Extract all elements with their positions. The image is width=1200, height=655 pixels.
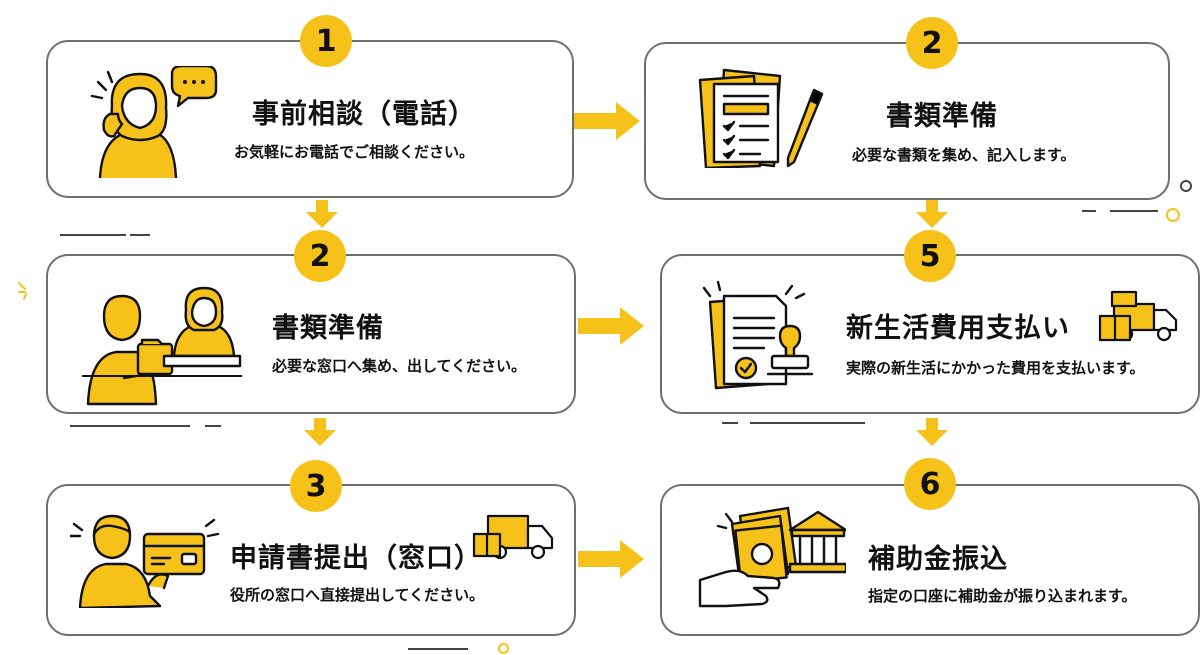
flow-arrow-down <box>304 418 336 446</box>
step-number-badge: 3 <box>290 460 342 512</box>
flow-arrow-right <box>578 540 644 578</box>
decor-line <box>1082 210 1096 212</box>
counter-staff-icon <box>82 286 242 406</box>
step-description: 必要な書類を集め、記入します。 <box>852 146 1076 164</box>
step-description: 役所の窓口へ直接提出してください。 <box>230 586 485 604</box>
step-title: 書類準備 <box>272 313 384 344</box>
step-title: 事前相談（電話） <box>252 99 476 130</box>
decor-spark <box>18 282 27 300</box>
stamped-document-icon <box>702 280 814 390</box>
decor-circle <box>1180 180 1192 192</box>
decor-circle <box>498 643 509 654</box>
flow-arrow-down <box>916 200 948 228</box>
decor-line <box>722 422 738 424</box>
step-description: 指定の口座に補助金が振り込まれます。 <box>868 587 1137 605</box>
flow-arrow-right <box>574 102 640 140</box>
step-number-badge: 1 <box>300 15 352 67</box>
step-description: 必要な窓口へ集め、出してください。 <box>272 357 527 375</box>
delivery-truck-icon <box>472 514 554 560</box>
step-number-badge: 6 <box>904 458 956 510</box>
flow-arrow-down <box>916 418 948 446</box>
card-payment-icon <box>70 514 220 608</box>
step-number-badge: 5 <box>904 230 956 282</box>
bank-money-icon <box>698 506 846 608</box>
decor-line <box>130 234 150 236</box>
delivery-truck-icon <box>1098 290 1178 342</box>
decor-line <box>1110 210 1158 212</box>
flow-arrow-down <box>306 200 338 228</box>
decor-line <box>750 422 865 424</box>
decor-circle <box>1166 208 1180 222</box>
step-description: 実際の新生活にかかった費用を支払います。 <box>846 359 1145 377</box>
documents-pen-icon <box>698 68 824 168</box>
decor-line <box>408 648 468 650</box>
decor-line <box>205 425 221 427</box>
step-title: 書類準備 <box>886 101 998 132</box>
step-description: お気軽にお電話でご相談ください。 <box>234 143 475 161</box>
step-title: 補助金振込 <box>868 544 1008 575</box>
step-title: 申請書提出（窓口） <box>230 543 482 574</box>
decor-line <box>60 234 126 236</box>
step-number-badge: 2 <box>294 230 346 282</box>
step-number-badge: 2 <box>906 17 958 69</box>
decor-line <box>70 425 190 427</box>
flow-arrow-right <box>578 307 644 345</box>
phone-consultation-icon <box>90 66 218 178</box>
step-title: 新生活費用支払い <box>846 313 1070 344</box>
